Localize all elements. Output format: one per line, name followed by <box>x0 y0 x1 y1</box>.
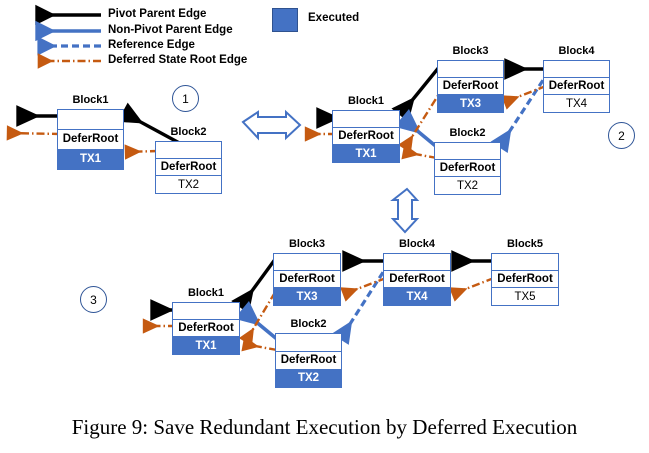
panel1-block2[interactable]: Block2 DeferRoot TX2 <box>155 126 222 194</box>
panel3-block5-defer-text: DeferRoot <box>497 273 553 286</box>
panel3-block3-label: Block3 <box>288 238 326 250</box>
panel3-block4[interactable]: Block4 DeferRoot TX4 <box>383 238 451 306</box>
panel2-block1-defer-text: DeferRoot <box>338 130 394 143</box>
panel-transition-arrow-down <box>390 187 420 234</box>
panel2-block2-defer-text: DeferRoot <box>439 162 496 175</box>
panel3-block5[interactable]: Block5 DeferRoot TX5 <box>491 238 559 306</box>
panel3-block1[interactable]: Block1 DeferRoot TX1 <box>172 287 240 355</box>
panel2-block2[interactable]: Block2 DeferRoot TX2 <box>434 127 501 195</box>
panel3-block4-header-row <box>384 254 450 272</box>
panel2-block1-header-row <box>333 111 399 129</box>
panel1-block2-label: Block2 <box>170 126 207 138</box>
panel3-block3-defer-text: DeferRoot <box>279 273 335 286</box>
panel1-block1-defer-row: DeferRoot <box>58 130 123 150</box>
panel3-block4-defer-text: DeferRoot <box>389 273 445 286</box>
panel2-block4-defer-text: DeferRoot <box>548 80 605 93</box>
panel1-block1-tx-row: TX1 <box>58 149 123 169</box>
panel2-block4-tx-row: TX4 <box>544 95 609 112</box>
legend-label-executed: Executed <box>308 12 360 24</box>
panel-number-1: 1 <box>172 85 199 112</box>
legend-label-deferred-state-root-edge: Deferred State Root Edge <box>108 54 248 66</box>
panel2-block4[interactable]: Block4 DeferRoot TX4 <box>543 45 610 113</box>
panel1-block1-label: Block1 <box>72 94 109 106</box>
panel2-block3-defer-text: DeferRoot <box>442 80 499 93</box>
panel1-block2-header-row <box>156 142 221 160</box>
panel3-block1-label: Block1 <box>187 287 225 299</box>
panel2-block1-defer-row: DeferRoot <box>333 128 399 146</box>
panel2-block1-tx-row: TX1 <box>333 145 399 162</box>
panel2-block2-defer-row: DeferRoot <box>435 160 500 178</box>
panel3-block3[interactable]: Block3 DeferRoot TX3 <box>273 238 341 306</box>
panel3-block2[interactable]: Block2 DeferRoot TX2 <box>275 318 342 388</box>
panel3-block5-label: Block5 <box>506 238 544 250</box>
legend-label-reference-edge: Reference Edge <box>108 39 195 51</box>
panel3-block2-tx-row: TX2 <box>276 369 341 387</box>
panel3-block1-header-row <box>173 303 239 321</box>
panel2-block1[interactable]: Block1 DeferRoot TX1 <box>332 95 400 163</box>
panel3-block2-defer-text: DeferRoot <box>280 354 337 367</box>
panel1-block2-defer-row: DeferRoot <box>156 159 221 177</box>
figure-caption: Figure 9: Save Redundant Execution by De… <box>71 415 578 439</box>
panel3-block5-defer-row: DeferRoot <box>492 271 558 289</box>
legend-label-non-pivot-parent-edge: Non-Pivot Parent Edge <box>108 24 233 36</box>
panel2-block2-tx-row: TX2 <box>435 177 500 194</box>
panel2-block1-label: Block1 <box>347 95 385 107</box>
panel3-block5-tx-row: TX5 <box>492 288 558 305</box>
panel-transition-arrow-right <box>241 109 302 141</box>
panel2-block2-header-row <box>435 143 500 161</box>
panel2-block4-label: Block4 <box>558 45 595 57</box>
panel3-block2-label: Block2 <box>290 318 327 330</box>
panel3-block4-tx-row: TX4 <box>384 288 450 305</box>
panel1-block1[interactable]: Block1 DeferRoot TX1 <box>57 94 124 170</box>
panel3-block1-defer-row: DeferRoot <box>173 320 239 338</box>
panel2-block4-defer-row: DeferRoot <box>544 78 609 96</box>
executed-swatch-icon <box>272 8 298 32</box>
panel3-block2-defer-row: DeferRoot <box>276 352 341 370</box>
panel1-block1-defer-text: DeferRoot <box>62 133 119 146</box>
panel3-block3-defer-row: DeferRoot <box>274 271 340 289</box>
panel2-block3[interactable]: Block3 DeferRoot TX3 <box>437 45 504 113</box>
panel3-block1-tx-row: TX1 <box>173 337 239 354</box>
panel3-block5-header-row <box>492 254 558 272</box>
panel-number-3: 3 <box>80 286 107 313</box>
panel1-block2-tx-row: TX2 <box>156 176 221 193</box>
panel3-block3-tx-row: TX3 <box>274 288 340 305</box>
panel2-block3-tx-row: TX3 <box>438 95 503 112</box>
panel2-block4-header-row <box>544 61 609 79</box>
panel3-block2-header-row <box>276 334 341 353</box>
panel1-block1-header-row <box>58 110 123 131</box>
panel2-block3-header-row <box>438 61 503 79</box>
panel3-block1-defer-text: DeferRoot <box>178 322 234 335</box>
panel2-block2-label: Block2 <box>449 127 486 139</box>
panel-number-2: 2 <box>608 122 635 149</box>
panel2-block3-defer-row: DeferRoot <box>438 78 503 96</box>
legend-label-pivot-parent-edge: Pivot Parent Edge <box>108 8 207 20</box>
panel2-block3-label: Block3 <box>452 45 489 57</box>
panel3-block4-label: Block4 <box>398 238 436 250</box>
panel1-block2-defer-text: DeferRoot <box>160 161 217 174</box>
panel3-block4-defer-row: DeferRoot <box>384 271 450 289</box>
panel3-block3-header-row <box>274 254 340 272</box>
